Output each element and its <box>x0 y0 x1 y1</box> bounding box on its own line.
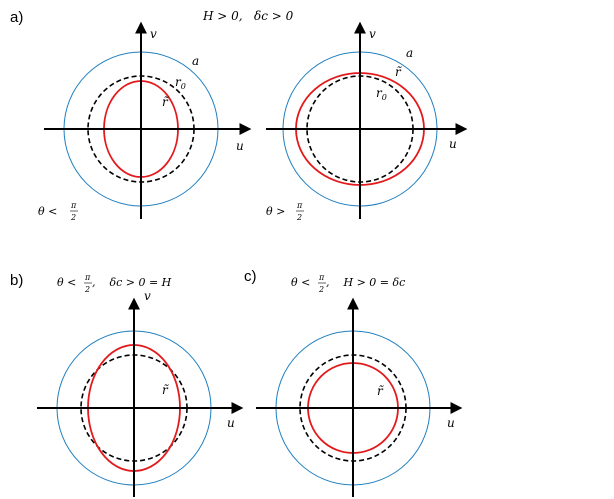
panel-b-frac-num: π <box>84 273 91 282</box>
r-tilde-label: r̃ <box>162 95 169 109</box>
panel-c-condition-prefix: θ < <box>291 276 310 289</box>
panel-b-condition: θ < π 2 , δc > 0 = H <box>57 273 172 294</box>
panel-c-label: c) <box>244 268 257 285</box>
theta-condition-left: θ < <box>38 205 57 218</box>
panel-a-left-diagram: v u a r0 r̃ θ < π 2 <box>38 21 252 222</box>
panel-a-right-diagram: v u a r̃ r0 θ > π 2 <box>266 21 468 222</box>
a-label: a <box>192 54 199 68</box>
r0-label: r0 <box>376 86 387 102</box>
panel-b-condition-suffix: , δc > 0 = H <box>92 276 172 289</box>
panel-b-condition-prefix: θ < <box>57 276 76 289</box>
r-tilde-label: r̃ <box>377 384 384 398</box>
u-axis-label: u <box>447 416 455 430</box>
panel-c-frac-den: 2 <box>318 285 324 294</box>
r-tilde-label: r̃ <box>162 383 169 397</box>
theta-frac-num-right: π <box>296 201 303 210</box>
theta-frac-den-left: 2 <box>70 213 76 222</box>
theta-frac-den-right: 2 <box>296 213 302 222</box>
panel-c-frac-num: π <box>318 273 325 282</box>
panel-c-condition: θ < π 2 , H > 0 = δc <box>291 273 405 294</box>
panel-c-condition-suffix: , H > 0 = δc <box>326 276 405 289</box>
a-label: a <box>406 46 413 60</box>
u-axis-label: u <box>236 139 244 153</box>
v-axis-label: v <box>150 27 157 41</box>
panel-b-label: b) <box>10 272 23 289</box>
u-axis-label: u <box>449 137 457 151</box>
panel-c-diagram: u r̃ <box>256 297 463 497</box>
theta-frac-num-left: π <box>70 201 77 210</box>
u-axis-label: u <box>227 416 235 430</box>
theta-condition-right: θ > <box>266 205 285 218</box>
r-tilde-label: r̃ <box>395 65 402 79</box>
panel-a-condition: H > 0, δc > 0 <box>202 9 294 23</box>
panel-b-diagram: v u r̃ <box>37 289 244 497</box>
v-axis-label: v <box>369 27 376 41</box>
panel-a-label: a) <box>10 9 23 26</box>
v-axis-label: v <box>144 289 151 303</box>
panel-b-frac-den: 2 <box>84 285 90 294</box>
r0-label: r0 <box>175 75 186 91</box>
